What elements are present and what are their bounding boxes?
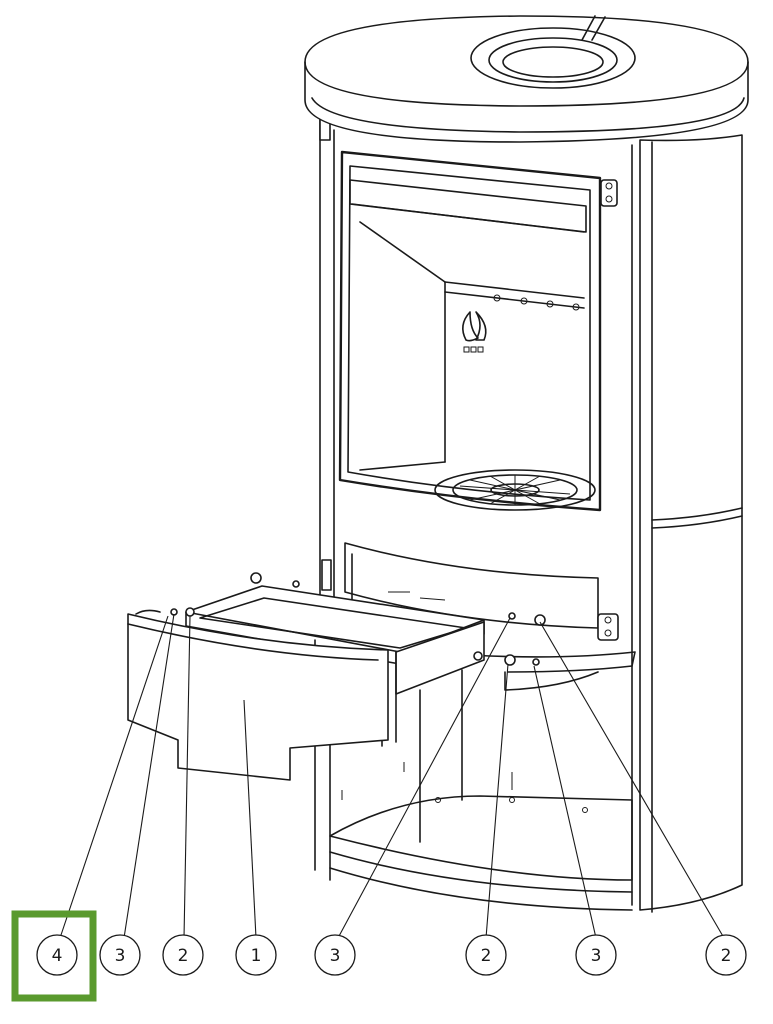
callout-circle [162,934,204,976]
callout-number: 2 [178,946,189,966]
callout-2: 3 [99,934,141,976]
callout-number: 1 [251,946,262,966]
callout-circle [705,934,747,976]
callout-1: 4 [36,934,78,976]
callout-6: 2 [465,934,507,976]
callout-number: 4 [52,946,63,966]
leader-line-4 [59,615,169,939]
callout-number: 3 [330,946,341,966]
stove-body [314,117,743,913]
callout-circle [99,934,141,976]
callout-3: 2 [162,934,204,976]
stove-base [329,669,633,911]
callout-group: 4 3 2 1 3 2 3 2 [36,934,747,976]
ash-compartment [344,542,636,691]
leader-line-3c [533,665,597,939]
firebox-window [338,150,618,512]
callout-number: 2 [481,946,492,966]
callout-number: 3 [591,946,602,966]
leader-line-3a [123,613,175,939]
ash-pan [127,572,546,781]
callout-number: 3 [115,946,126,966]
leader-line-3b [337,617,511,939]
callout-circle [36,934,78,976]
callout-circle [575,934,617,976]
callout-5: 3 [314,934,356,976]
leader-line-2c [539,621,725,939]
callout-number: 2 [721,946,732,966]
leader-line-1 [243,699,257,939]
callout-7: 3 [575,934,617,976]
callout-circle [465,934,507,976]
callout-circle [314,934,356,976]
callout-highlight-box [11,910,97,1002]
stove-top-lid [304,15,749,143]
callout-8: 2 [705,934,747,976]
leader-lines [59,613,725,939]
callout-4: 1 [235,934,277,976]
callout-circle [235,934,277,976]
leader-line-2a [183,615,191,939]
leader-line-2b [485,663,509,939]
